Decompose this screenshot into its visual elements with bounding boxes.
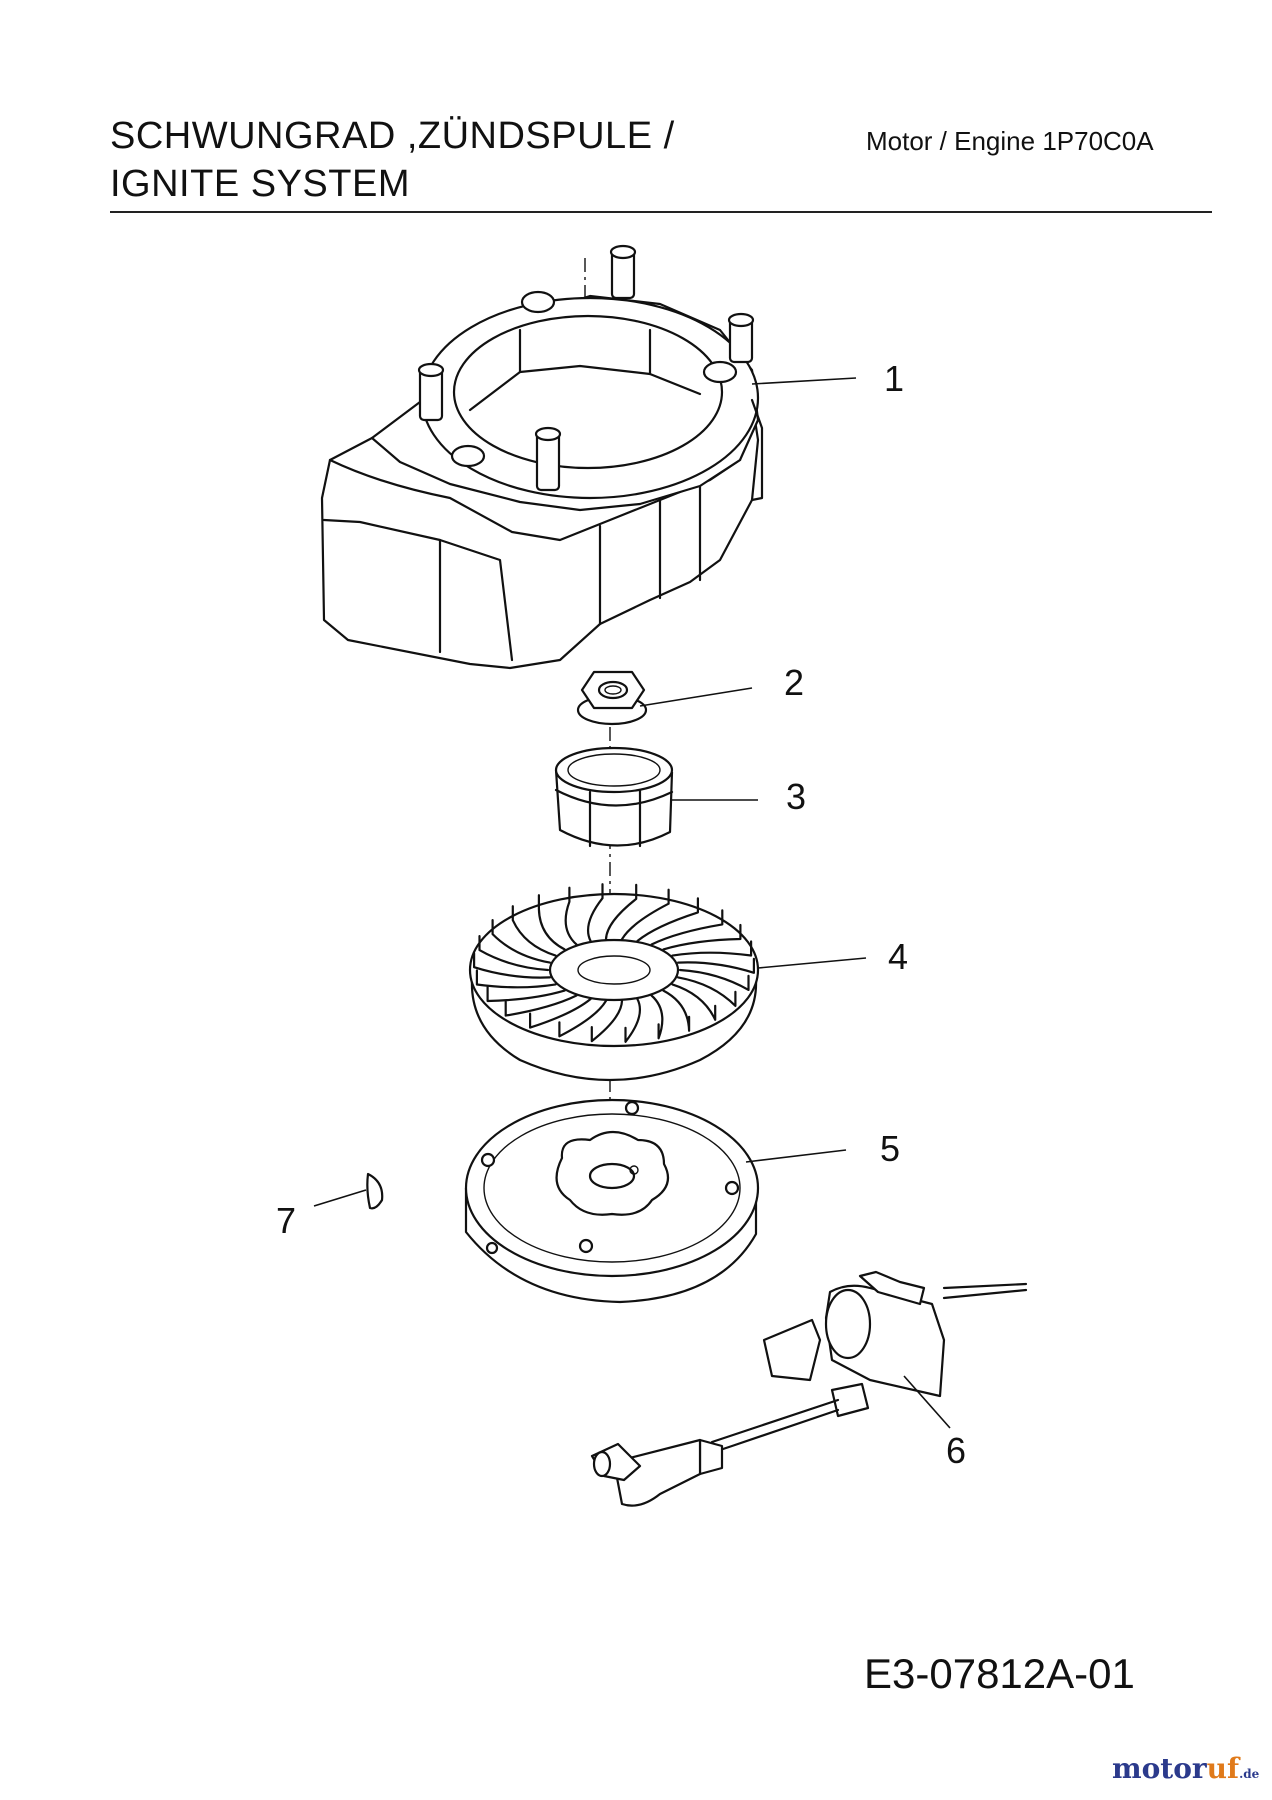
fan-impeller-icon	[468, 883, 760, 1082]
engine-label: Motor / Engine 1P70C0A	[866, 126, 1154, 156]
fan-blade	[604, 883, 638, 941]
fan-blade	[537, 894, 566, 951]
fan-blade	[671, 940, 753, 957]
page-title: SCHWUNGRAD ,ZÜNDSPULE / IGNITE SYSTEM	[110, 112, 675, 208]
fan-blade	[590, 999, 624, 1043]
fan-blade	[677, 976, 737, 1007]
callout-1: 1	[884, 358, 905, 399]
fan-blade	[511, 905, 557, 957]
logo-part-b: uf	[1206, 1752, 1240, 1785]
callout-3: 3	[786, 776, 807, 817]
fan-blade	[558, 999, 608, 1038]
leader-6	[903, 1375, 951, 1429]
drawing-id: E3-07812A-01	[864, 1650, 1135, 1697]
title-line-2: IGNITE SYSTEM	[110, 163, 410, 205]
leader-5	[745, 1149, 847, 1163]
leader-4	[757, 957, 867, 969]
callout-4: 4	[888, 936, 909, 977]
fan-blade	[678, 968, 750, 991]
fan-blade	[624, 997, 641, 1043]
callout-6: 6	[946, 1430, 967, 1471]
header-divider	[110, 211, 1212, 213]
leader-1	[751, 377, 857, 385]
ignition-coil-icon	[590, 1270, 1028, 1507]
callout-5: 5	[880, 1128, 901, 1169]
logo-part-c: .de	[1239, 1767, 1260, 1781]
fan-blade	[662, 923, 742, 951]
fan-blade	[677, 957, 755, 974]
fan-housing-icon	[320, 244, 764, 670]
leader-lines	[313, 377, 951, 1429]
motoruf-logo: motoruf.de	[1112, 1752, 1259, 1785]
fan-blade	[491, 919, 551, 964]
fan-blade	[650, 994, 664, 1040]
fan-blade	[475, 969, 557, 989]
logo-part-a: motor	[1112, 1752, 1207, 1785]
title-line-1: SCHWUNGRAD ,ZÜNDSPULE /	[110, 115, 675, 157]
fan-blade	[650, 909, 724, 946]
callout-7: 7	[276, 1200, 297, 1241]
flange-nut-icon	[576, 670, 648, 726]
fan-blade	[636, 897, 699, 943]
fan-blade	[662, 989, 691, 1032]
fan-blade	[620, 888, 670, 941]
fan-blade	[486, 985, 566, 1003]
fan-blade	[504, 994, 578, 1017]
callout-2: 2	[784, 662, 805, 703]
leader-2	[639, 687, 753, 707]
fan-blade	[564, 886, 578, 946]
starter-cup-icon	[554, 746, 674, 848]
leader-7	[313, 1189, 367, 1207]
fan-blade	[671, 983, 717, 1021]
fan-blade	[473, 952, 551, 979]
flywheel-icon	[464, 1098, 760, 1304]
fan-blade	[478, 935, 550, 972]
fan-blade	[587, 883, 604, 943]
woodruff-key-icon	[366, 1172, 384, 1210]
fan-blade	[529, 997, 592, 1029]
